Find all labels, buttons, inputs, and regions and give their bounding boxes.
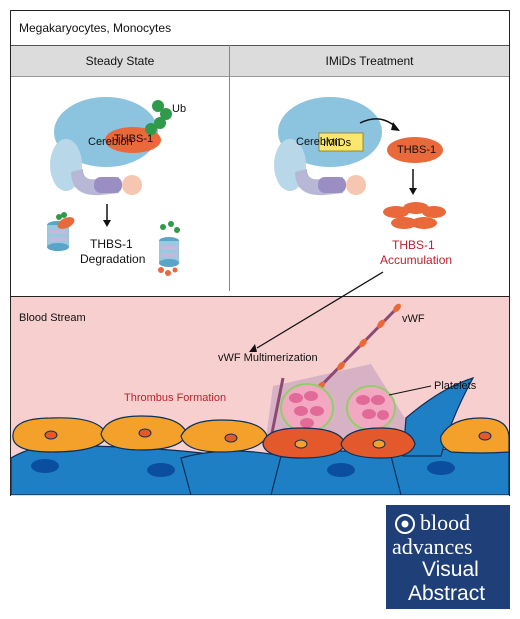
header: Megakaryocytes, Monocytes — [11, 11, 509, 45]
bloodstream-title: Blood Stream — [19, 312, 86, 324]
vwf-multimerization-label: vWF Multimerization — [218, 352, 318, 364]
column-divider — [229, 45, 230, 291]
steady-state-title: Steady State — [85, 54, 155, 68]
thrombus-formation-label: Thrombus Formation — [124, 392, 227, 404]
thbs-blob — [105, 127, 161, 153]
linker-shape — [94, 177, 122, 193]
vwf-label: vWF — [402, 313, 425, 325]
ub-label: Ub — [172, 103, 187, 115]
top-panel — [11, 45, 509, 292]
proteasome-right — [158, 221, 180, 276]
platelet-cluster-1 — [280, 383, 334, 433]
ss-cereblon-label: Cereblon — [88, 136, 133, 148]
im-cereblon-label: Cereblon — [296, 136, 341, 148]
logo-line1: blood — [420, 510, 471, 535]
blood-advances-logo: blood advances Visual Abstract — [386, 505, 510, 609]
ss-result-line2: Degradation — [80, 252, 146, 266]
bloodstream-illustration — [11, 271, 509, 495]
platelets-label: Platelets — [434, 380, 477, 392]
proteasome-left — [47, 212, 75, 251]
steady-state-header: Steady State — [11, 46, 229, 77]
imids-header: IMiDs Treatment — [230, 46, 509, 77]
header-title: Megakaryocytes, Monocytes — [19, 21, 172, 35]
imids-box — [318, 132, 364, 152]
blood-logo-icon — [395, 514, 415, 534]
im-thbs-label: THBS-1 — [397, 144, 437, 156]
imids-illustration — [274, 97, 446, 229]
ss-result-line1: THBS-1 — [90, 237, 133, 251]
logo-line4: Abstract — [408, 582, 486, 605]
ss-thbs-label: THBS-1 — [114, 133, 154, 145]
im-result-line1: THBS-1 — [392, 238, 435, 252]
imids-title: IMiDs Treatment — [325, 54, 414, 68]
thbs-cluster — [383, 202, 446, 229]
free-thbs — [387, 137, 443, 163]
im-result-line2: Accumulation — [380, 253, 453, 267]
logo-line2: advances — [392, 534, 473, 559]
steady-state-illustration — [47, 97, 180, 276]
im-drug-label: IMiDs — [323, 137, 352, 149]
rbx-shape — [122, 175, 142, 195]
platelet-cluster-2 — [346, 385, 396, 431]
logo-line3: Visual — [422, 558, 479, 581]
